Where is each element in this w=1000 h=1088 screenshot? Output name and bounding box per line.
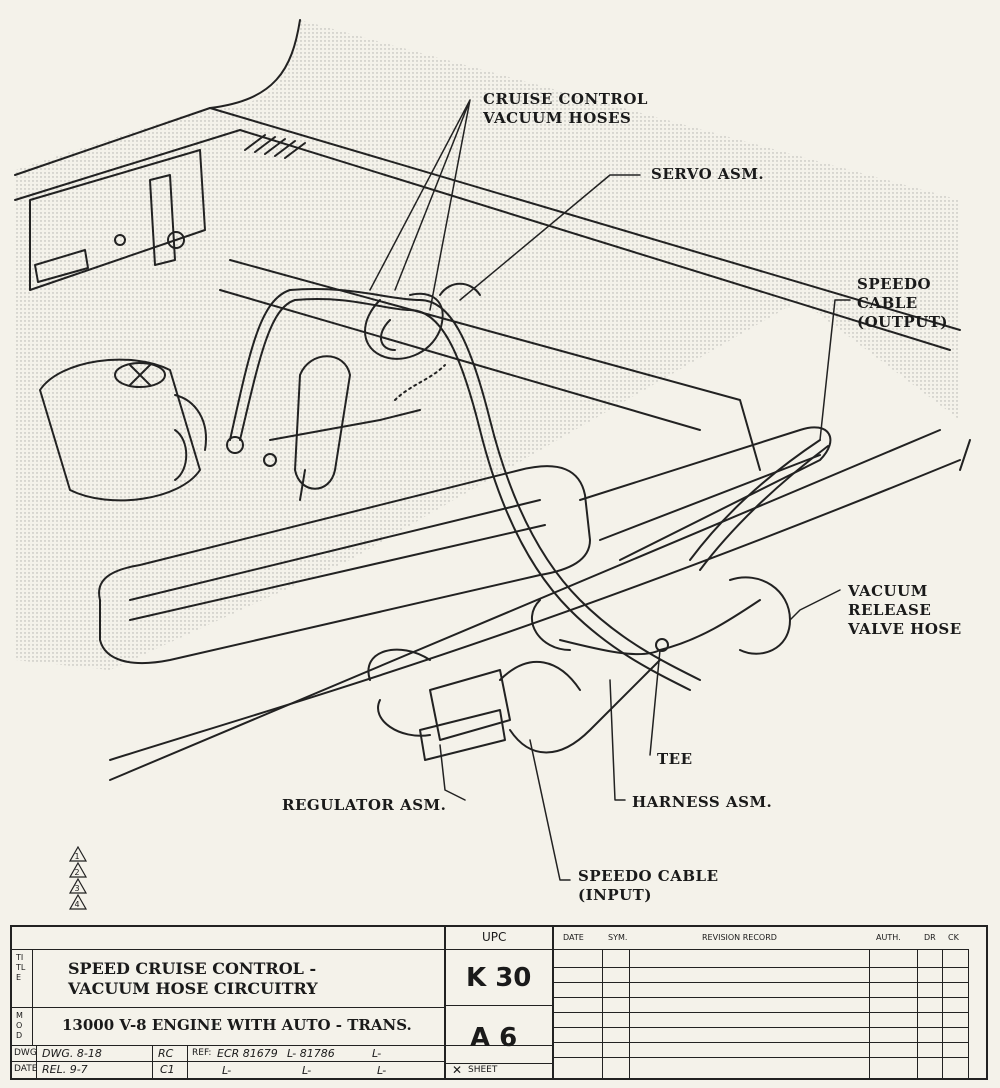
label-line: SPEEDO CABLE bbox=[578, 867, 719, 885]
rev-header-record: REVISION RECORD bbox=[702, 933, 777, 942]
upc-code: K 30 bbox=[466, 963, 532, 993]
sheet-x-mark: ✕ bbox=[452, 1063, 463, 1077]
hood-edge bbox=[209, 19, 301, 109]
ref-entry: L- bbox=[377, 1064, 387, 1077]
label-line: SPEEDO bbox=[857, 275, 932, 293]
speedo-cable-input bbox=[509, 659, 661, 754]
label-speedo-cable-output: SPEEDO CABLE (OUTPUT) bbox=[857, 275, 948, 332]
revision-triangle-numbers: 1 2 3 4 bbox=[68, 851, 86, 910]
rev-header-ck: CK bbox=[948, 933, 959, 942]
label-line: VACUUM HOSES bbox=[483, 109, 632, 127]
label-line: (INPUT) bbox=[578, 886, 652, 904]
vacuum-hose-1 bbox=[229, 288, 701, 681]
harness bbox=[559, 599, 761, 656]
label-line: CRUISE CONTROL bbox=[483, 90, 648, 108]
vacuum-hose-2 bbox=[239, 298, 691, 691]
tee-fitting bbox=[655, 638, 669, 652]
triangle-number: 3 bbox=[74, 884, 80, 893]
triangle-number: 2 bbox=[74, 868, 80, 877]
mod-side-label: MOD bbox=[16, 1011, 23, 1040]
label-regulator-asm: REGULATOR ASM. bbox=[282, 796, 447, 814]
valve-cover bbox=[98, 465, 591, 664]
rev-header-sym: SYM. bbox=[608, 933, 628, 942]
engine-bay-illustration bbox=[14, 19, 971, 881]
rev-header-auth: AUTH. bbox=[876, 933, 901, 942]
label-vacuum-release-valve-hose: VACUUM RELEASE VALVE HOSE bbox=[848, 582, 962, 639]
label-servo-asm: SERVO ASM. bbox=[651, 165, 765, 183]
model-description: 13000 V-8 ENGINE WITH AUTO - TRANS. bbox=[62, 1016, 412, 1034]
title-side-label: TITLE bbox=[16, 953, 26, 982]
ref-entry: L- bbox=[222, 1064, 232, 1077]
fender-top bbox=[209, 107, 961, 331]
rev-header-dr: DR bbox=[924, 933, 936, 942]
drawing-title: SPEED CRUISE CONTROL - VACUUM HOSE CIRCU… bbox=[68, 959, 318, 999]
upc-label: UPC bbox=[482, 930, 507, 944]
fender-lower bbox=[109, 429, 941, 781]
date-initials: C1 bbox=[160, 1063, 175, 1076]
date-label: DATE bbox=[14, 1064, 38, 1074]
carburetor bbox=[39, 358, 201, 502]
revision-triangles bbox=[68, 846, 88, 910]
label-cruise-control-vacuum-hoses: CRUISE CONTROL VACUUM HOSES bbox=[483, 90, 648, 128]
label-line: (OUTPUT) bbox=[857, 313, 949, 331]
label-harness-asm: HARNESS ASM. bbox=[632, 793, 773, 811]
label-speedo-cable-input: SPEEDO CABLE (INPUT) bbox=[578, 867, 719, 905]
title-block: UPC DATE SYM. REVISION RECORD AUTH. DR C… bbox=[10, 925, 988, 1080]
ref-entry: L- 81786 bbox=[287, 1047, 335, 1060]
sheet-label: SHEET bbox=[468, 1065, 498, 1075]
ref-entry: L- bbox=[302, 1064, 312, 1077]
triangle-number: 1 bbox=[74, 852, 80, 861]
triangle-number: 4 bbox=[74, 900, 80, 909]
ref-label: REF: bbox=[192, 1048, 212, 1058]
rev-header-date: DATE bbox=[563, 933, 584, 942]
label-line: CABLE bbox=[857, 294, 918, 312]
title-line: VACUUM HOSE CIRCUITRY bbox=[68, 979, 318, 998]
dwg-value: DWG. 8-18 bbox=[42, 1047, 102, 1060]
date-value: REL. 9-7 bbox=[42, 1063, 88, 1076]
title-line: SPEED CRUISE CONTROL - bbox=[68, 959, 317, 978]
label-line: VACUUM bbox=[848, 582, 928, 600]
label-line: RELEASE bbox=[848, 601, 932, 619]
ref-value: ECR 81679 bbox=[217, 1047, 278, 1060]
label-line: VALVE HOSE bbox=[848, 620, 962, 638]
ref-entry: L- bbox=[372, 1047, 382, 1060]
dwg-label: DWG bbox=[14, 1048, 37, 1058]
label-tee: TEE bbox=[657, 750, 693, 768]
dwg-initials: RC bbox=[158, 1047, 174, 1060]
sheet-code: A 6 bbox=[470, 1023, 518, 1053]
regulator-asm bbox=[429, 669, 511, 741]
